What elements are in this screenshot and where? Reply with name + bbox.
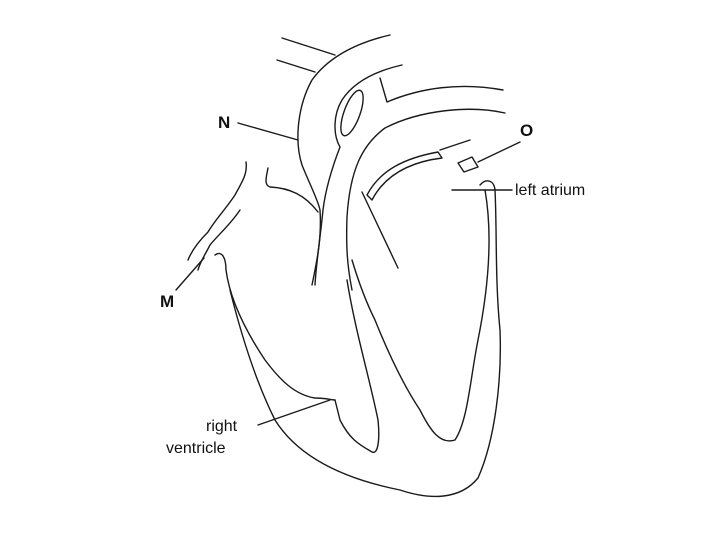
vessel-opening bbox=[340, 89, 364, 137]
right-atrium-inner bbox=[197, 209, 241, 271]
pulmonary-artery-upper bbox=[379, 77, 504, 103]
vein-o bbox=[457, 156, 479, 173]
septum bbox=[334, 279, 380, 454]
right-atrium-wall bbox=[187, 161, 248, 261]
label-right-ventricle-line1: right bbox=[206, 418, 238, 435]
leader-right-ventricle bbox=[257, 399, 331, 426]
vessel-top-1 bbox=[281, 37, 336, 56]
leader-n bbox=[237, 122, 299, 141]
right-ventricle-inner bbox=[214, 252, 336, 401]
vessel-top-2 bbox=[276, 59, 316, 73]
pulmonary-vein bbox=[366, 151, 443, 201]
vessel-inner-wall bbox=[314, 64, 403, 286]
leader-o bbox=[477, 141, 521, 163]
valve-line bbox=[361, 191, 399, 269]
pulmonary-artery-lower bbox=[345, 108, 506, 291]
label-o: O bbox=[520, 121, 534, 140]
label-m: M bbox=[160, 292, 175, 311]
label-left-atrium: left atrium bbox=[515, 182, 586, 199]
vein-stub bbox=[439, 139, 471, 151]
left-atrium-wall bbox=[229, 180, 502, 498]
left-ventricle-inner bbox=[351, 189, 490, 442]
label-n: N bbox=[218, 113, 231, 132]
leader-m bbox=[175, 257, 205, 291]
label-right-ventricle-line2: ventricle bbox=[166, 440, 226, 457]
superior-vena-cava bbox=[265, 167, 319, 213]
